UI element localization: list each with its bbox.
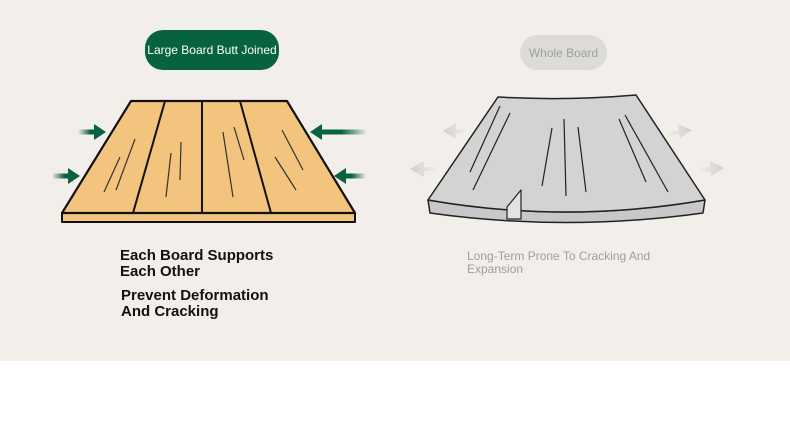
inward-arrow-icon [310, 124, 367, 140]
outward-arrow-icon [443, 123, 466, 139]
outward-arrow-icon [410, 161, 437, 177]
cracking-caption: Long-Term Prone To Cracking And Expansio… [467, 249, 651, 276]
comparison-panel: Large Board Butt Joined Whole Board [0, 0, 790, 361]
large-board-label: Large Board Butt Joined [147, 43, 277, 57]
large-board-label-pill: Large Board Butt Joined [145, 30, 279, 70]
inward-arrow-icon [334, 168, 366, 184]
prevent-caption: Prevent Deformation And Cracking [121, 287, 269, 320]
support-caption: Each Board Supports Each Other [120, 247, 274, 280]
whole-board-label: Whole Board [528, 45, 599, 60]
whole-board-label-pill: Whole Board [520, 35, 607, 70]
illustration-canvas [52, 94, 724, 224]
inward-arrow-icon [52, 168, 80, 184]
inward-arrow-icon [78, 124, 106, 140]
outward-arrow-icon [666, 124, 692, 138]
outward-arrow-icon [698, 161, 724, 176]
wood-board-illustration [60, 99, 357, 223]
whole-board-illustration [427, 94, 706, 224]
